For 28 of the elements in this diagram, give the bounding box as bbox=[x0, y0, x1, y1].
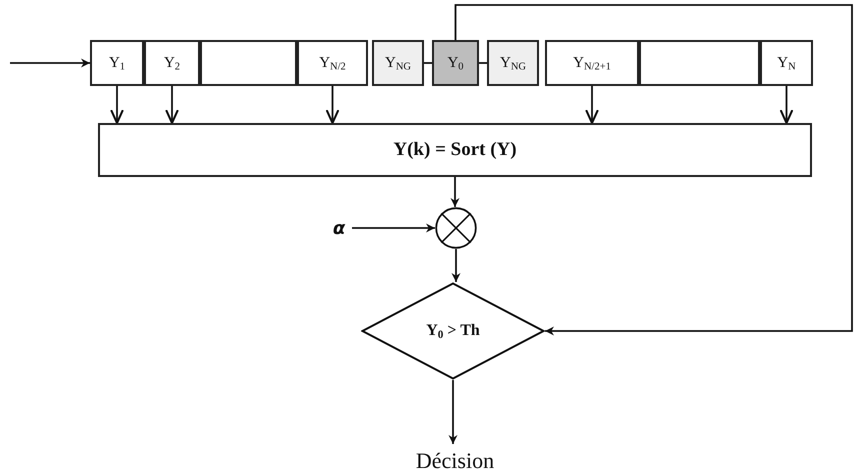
arrow bbox=[352, 224, 435, 232]
decision-diamond: Y$_{0}$ > Th bbox=[361, 282, 545, 380]
arrow bbox=[448, 380, 458, 444]
multiplier-symbol bbox=[435, 207, 477, 249]
arrow bbox=[585, 86, 599, 124]
input-label: α bbox=[326, 214, 352, 242]
arrow bbox=[326, 86, 340, 124]
register-cell bbox=[639, 40, 760, 86]
register-cell bbox=[200, 40, 297, 86]
register-cell: Y$_{0}$ bbox=[432, 40, 479, 86]
arrow bbox=[780, 86, 794, 124]
register-cell: Y$_{2}$ bbox=[144, 40, 200, 86]
register-cell: Y$_{N/2}$ bbox=[297, 40, 368, 86]
register-cell: Y$_{NG}$ bbox=[372, 40, 424, 86]
arrow bbox=[165, 86, 179, 124]
connector-line bbox=[479, 62, 487, 64]
register-cell: Y$_{N/2+1}$ bbox=[545, 40, 639, 86]
sort-box: Y(k) = Sort (Y) bbox=[98, 123, 812, 177]
arrow bbox=[454, 4, 853, 336]
register-cell: Y$_{N}$ bbox=[760, 40, 813, 86]
register-cell: Y$_{NG}$ bbox=[487, 40, 539, 86]
output-label: Décision bbox=[400, 444, 510, 472]
arrow bbox=[110, 86, 124, 124]
arrow bbox=[10, 58, 90, 68]
connector-line bbox=[424, 62, 432, 64]
arrow bbox=[450, 177, 460, 207]
register-cell: Y$_{1}$ bbox=[90, 40, 144, 86]
arrow bbox=[452, 249, 460, 282]
